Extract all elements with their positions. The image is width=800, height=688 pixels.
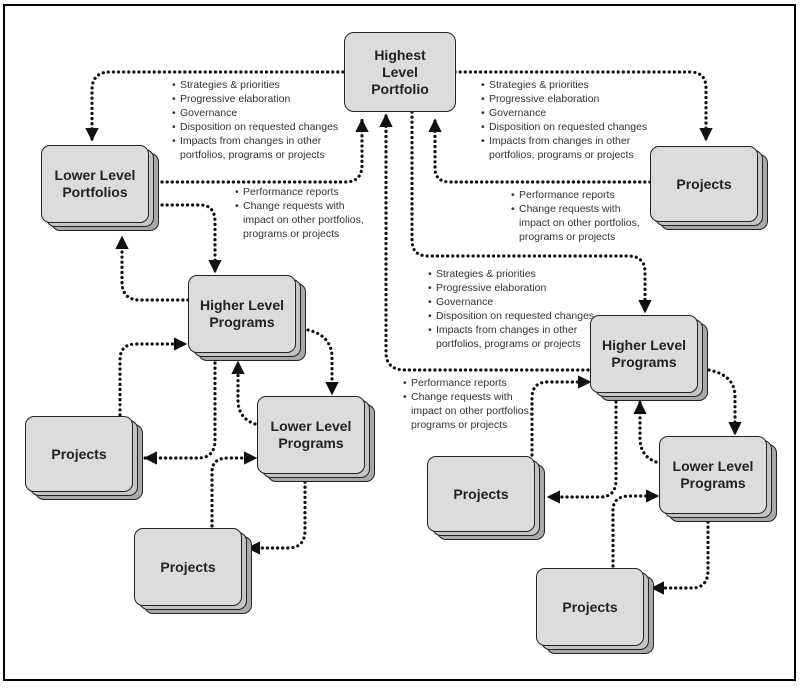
note-item: programs or projects: [411, 419, 508, 431]
diagram-frame: [3, 4, 796, 681]
note-item: portfolios, programs or projects: [180, 149, 325, 161]
note-item: Governance: [172, 106, 338, 120]
note-downward-right: Strategies & priorities Progressive elab…: [481, 78, 647, 162]
note-item: Disposition on requested changes: [481, 120, 647, 134]
node-label: Higher Level Programs: [199, 297, 285, 330]
note-upward-right: Performance reports Change requests with…: [511, 188, 640, 244]
node-projects-top-right[interactable]: Projects: [650, 146, 768, 230]
note-item: Progressive elaboration: [481, 92, 647, 106]
node-projects-right-a[interactable]: Projects: [427, 456, 545, 540]
note-item: impact on other portfolios,: [519, 217, 640, 229]
connector-projects-right-to-higher-programs: [530, 375, 592, 457]
note-item: Change requests with: [235, 199, 364, 213]
connector-lower-programs-to-higher-programs-left: [231, 360, 257, 426]
node-label: Lower Level Portfolios: [54, 167, 136, 200]
note-downward-left: Strategies & priorities Progressive elab…: [172, 78, 338, 162]
node-projects-left-a[interactable]: Projects: [25, 416, 143, 500]
node-label: Higher Level Programs: [601, 337, 687, 370]
note-item: Change requests with: [511, 202, 640, 216]
node-lower-level-programs-right[interactable]: Lower Level Programs: [659, 436, 777, 522]
note-item: Impacts from changes in other: [428, 323, 594, 337]
connector-highest-to-projects: [453, 70, 713, 142]
note-item: Strategies & priorities: [172, 78, 338, 92]
node-projects-left-b[interactable]: Projects: [134, 528, 252, 614]
note-item: programs or projects: [243, 228, 340, 240]
connector-lower-programs-to-higher-programs-right: [633, 400, 658, 464]
connector-higher-programs-to-projects-left: [143, 361, 217, 465]
note-item: Strategies & priorities: [428, 267, 594, 281]
connector-projects-b-to-lower-programs-left: [210, 451, 258, 528]
connector-higher-programs-right-to-highest: [379, 113, 590, 372]
node-label: Highest Level Portfolio: [371, 46, 429, 97]
connector-projects-b-to-lower-programs-right: [611, 489, 660, 568]
node-label: Lower Level Programs: [672, 458, 754, 491]
note-item: Performance reports: [403, 376, 532, 390]
note-downward-middle: Strategies & priorities Progressive elab…: [428, 267, 594, 351]
note-upward-left: Performance reports Change requests with…: [235, 185, 364, 241]
node-lower-level-programs-left[interactable]: Lower Level Programs: [257, 396, 375, 482]
note-item: Governance: [428, 295, 594, 309]
note-item: impact on other portfolios,: [411, 405, 532, 417]
note-item: Impacts from changes in other: [172, 134, 338, 148]
node-higher-level-programs-left[interactable]: Higher Level Programs: [188, 275, 306, 361]
note-item: Disposition on requested changes: [428, 309, 594, 323]
node-label: Projects: [676, 175, 732, 192]
note-item: Performance reports: [235, 185, 364, 199]
note-item: portfolios, programs or projects: [436, 338, 581, 350]
node-label: Projects: [160, 558, 216, 575]
connector-highest-to-higher-programs-right: [410, 110, 652, 314]
note-item: impact on other portfolios,: [243, 214, 364, 226]
connector-higher-programs-to-lower-programs-left: [306, 328, 339, 396]
note-item: Progressive elaboration: [428, 281, 594, 295]
node-lower-level-portfolios[interactable]: Lower Level Portfolios: [41, 145, 159, 231]
node-label: Lower Level Programs: [270, 418, 352, 451]
connector-projects-to-highest: [428, 118, 652, 184]
connector-lower-programs-to-projects-b-left: [246, 480, 307, 555]
connector-higher-programs-to-lower-portfolios: [115, 235, 190, 302]
note-item: portfolios, programs or projects: [489, 149, 634, 161]
note-item: Strategies & priorities: [481, 78, 647, 92]
node-highest-level-portfolio[interactable]: Highest Level Portfolio: [344, 32, 456, 112]
note-item: Impacts from changes in other: [481, 134, 647, 148]
connector-higher-programs-to-lower-programs-right: [707, 368, 742, 436]
node-label: Projects: [453, 485, 509, 502]
note-item: programs or projects: [519, 231, 616, 243]
note-upward-middle: Performance reports Change requests with…: [403, 376, 532, 432]
connector-lower-portfolios-to-highest: [160, 118, 369, 184]
note-item: Performance reports: [511, 188, 640, 202]
note-item: Progressive elaboration: [172, 92, 338, 106]
connector-higher-programs-to-projects-right: [546, 400, 618, 504]
node-higher-level-programs-right[interactable]: Higher Level Programs: [590, 315, 708, 401]
connector-lower-programs-to-projects-b-right: [650, 520, 710, 595]
connector-projects-left-to-higher-programs: [118, 337, 188, 417]
node-projects-right-b[interactable]: Projects: [536, 568, 654, 654]
connector-lower-portfolios-to-higher-programs: [160, 203, 222, 274]
note-item: Governance: [481, 106, 647, 120]
node-label: Projects: [51, 445, 107, 462]
note-item: Disposition on requested changes: [172, 120, 338, 134]
node-label: Projects: [562, 598, 618, 615]
note-item: Change requests with: [403, 390, 532, 404]
